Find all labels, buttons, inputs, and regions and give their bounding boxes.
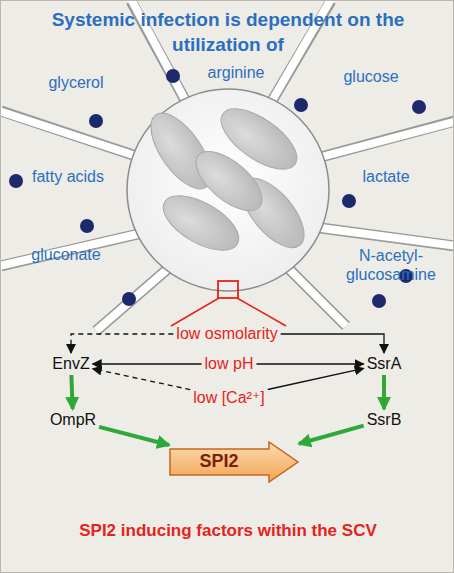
bacterium	[186, 141, 272, 222]
nutrient-label: glucose	[331, 67, 411, 86]
callout-leader	[171, 298, 219, 326]
stimulus-label: low [Ca²⁺]	[190, 387, 268, 409]
node-text: low osmolarity	[176, 325, 277, 342]
cell-extension	[96, 266, 171, 331]
signal-arrow	[256, 363, 363, 364]
signal-arrow	[93, 369, 191, 390]
signal-arrow	[71, 334, 173, 353]
response-regulator: SsrB	[364, 409, 405, 431]
callout-leader	[237, 298, 286, 326]
node-text: SsrA	[367, 355, 402, 372]
scv-vacuole	[127, 89, 329, 291]
stimulus-label: low pH	[202, 353, 257, 375]
nutrient-label: fatty acids	[23, 167, 113, 186]
node-text: low pH	[205, 355, 254, 372]
figure-caption: SPI2 inducing factors within the SCV	[1, 521, 454, 541]
block-arrow-outline	[170, 442, 298, 482]
node-text: EnvZ	[52, 355, 89, 372]
response-regulator: OmpR	[47, 409, 99, 431]
nutrient-dot	[122, 292, 136, 306]
signal-arrow	[93, 363, 202, 364]
host-cell-extensions	[1, 1, 454, 331]
nutrient-dot	[412, 100, 426, 114]
gene-island-arrow: SPI2	[169, 441, 299, 483]
nutrient-dot	[294, 98, 308, 112]
nutrient-dot	[342, 194, 356, 208]
membrane-callout-box	[218, 281, 238, 298]
nutrient-label: arginine	[196, 63, 276, 82]
node-text: SsrB	[367, 411, 402, 428]
nutrient-label: lactate	[351, 167, 421, 186]
activation-arrow	[71, 375, 72, 409]
nutrient-label: N-acetyl- glucosamine	[336, 246, 446, 284]
nutrient-dot	[9, 174, 23, 188]
signal-arrow	[281, 334, 384, 353]
nutrient-dot	[89, 114, 103, 128]
activation-arrow	[99, 427, 169, 445]
node-text: low [Ca²⁺]	[193, 389, 265, 406]
node-text: OmpR	[50, 411, 96, 428]
sensor-kinase: SsrA	[364, 353, 405, 375]
activation-arrow	[382, 375, 386, 409]
sensor-kinase: EnvZ	[49, 353, 92, 375]
activation-arrow	[299, 426, 364, 444]
nutrient-dot	[80, 219, 94, 233]
nutrient-label: glycerol	[36, 73, 116, 92]
nutrient-dot	[166, 69, 180, 83]
stimulus-label: low osmolarity	[173, 323, 280, 345]
figure-title: Systemic infection is dependent on the u…	[18, 7, 438, 57]
salmonella-cells	[139, 97, 315, 261]
node-text: SPI2	[169, 451, 269, 471]
nutrient-label: gluconate	[21, 245, 111, 264]
signal-arrow	[268, 368, 364, 389]
cell-extension	[286, 266, 346, 326]
nutrient-dot	[372, 294, 386, 308]
